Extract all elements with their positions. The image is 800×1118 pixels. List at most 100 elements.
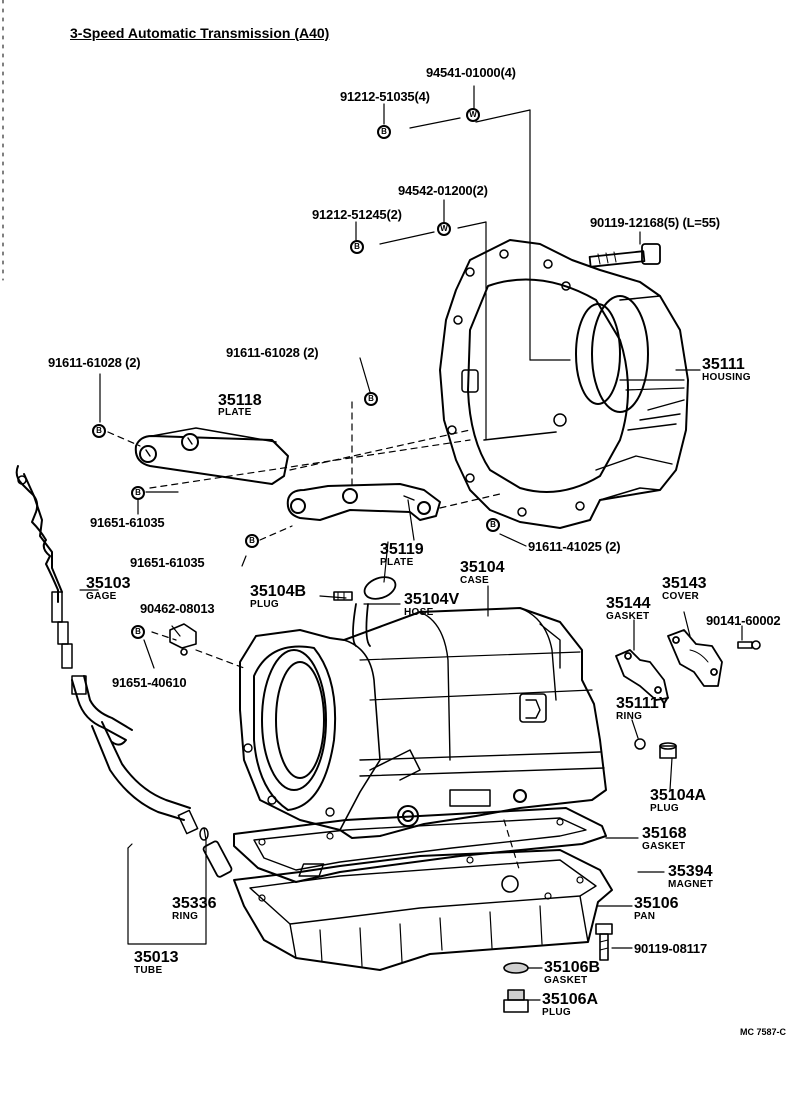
label-plug-35106a: PLUG: [542, 1007, 571, 1018]
label-35118: 35118: [218, 392, 262, 409]
part-qty: (2): [386, 207, 402, 222]
label-91611-61028-center: 91611-61028 (2): [226, 345, 319, 360]
part-number: 94541-01000: [426, 65, 501, 80]
label-ring-35111y: RING: [616, 711, 643, 722]
oil-pan-35106: [233, 849, 613, 971]
label-gasket-35106b: GASKET: [544, 975, 588, 986]
bolt-90119-08117: [595, 923, 613, 961]
label-90119-08117: 90119-08117: [634, 941, 707, 956]
label-35119: 35119: [380, 541, 424, 558]
badge-w-94542: W: [437, 222, 451, 236]
part-number: 91611-41025: [528, 539, 602, 554]
label-plug-35104a: PLUG: [650, 803, 679, 814]
diagram-code: MC 7587-C: [740, 1027, 787, 1037]
dipstick-gage: [15, 465, 73, 669]
label-94541-01000: 94541-01000(4): [426, 66, 516, 79]
plate-35118: [134, 427, 289, 485]
label-35143: 35143: [662, 575, 707, 592]
plate-35119: [286, 483, 441, 521]
case-35104: [239, 607, 607, 839]
drain-gasket: [503, 962, 529, 974]
label-35394: 35394: [668, 863, 713, 880]
label-gasket-35168: GASKET: [642, 841, 686, 852]
label-91611-41025: 91611-41025 (2): [528, 539, 621, 554]
badge-b-91611b: B: [364, 392, 378, 406]
label-35106a: 35106A: [542, 991, 599, 1008]
label-cover: COVER: [662, 591, 700, 602]
label-90141-60002: 90141-60002: [706, 613, 781, 628]
label-91651-61035-a: 91651-61035: [90, 515, 165, 530]
magnet-35394: [298, 863, 325, 877]
part-qty: (2): [472, 183, 488, 198]
label-ring-35336: RING: [172, 911, 199, 922]
label-35111: 35111: [702, 356, 745, 373]
label-35106b: 35106B: [544, 959, 601, 976]
ring-35111y: [634, 738, 646, 750]
badge-b-91212a: B: [377, 125, 391, 139]
label-91212-51245: 91212-51245(2): [312, 208, 402, 221]
label-tube: TUBE: [134, 965, 163, 976]
label-35013: 35013: [134, 949, 179, 966]
label-91611-61028-left: 91611-61028 (2): [48, 355, 141, 370]
drain-plug: [503, 989, 529, 1013]
part-qty: (2): [125, 355, 141, 370]
label-plug-35104b: PLUG: [250, 599, 279, 610]
part-number: 91212-51035: [340, 89, 415, 104]
label-35104v: 35104V: [404, 591, 460, 608]
bolt-90141-60002: [737, 640, 761, 650]
label-94542-01200: 94542-01200(2): [398, 184, 488, 197]
leader-lines: [79, 85, 743, 1001]
label-gasket-35144: GASKET: [606, 611, 650, 622]
label-plate-35119: PLATE: [380, 557, 414, 568]
diagram-title: 3-Speed Automatic Transmission (A40): [70, 25, 330, 41]
badge-b-91651c: B: [131, 625, 145, 639]
part-qty: (4): [414, 89, 430, 104]
part-qty: (5): [663, 215, 680, 230]
part-number: 94542-01200: [398, 183, 473, 198]
gasket-35168: [233, 807, 607, 883]
label-hose: HOSE: [404, 607, 434, 618]
cover-gasket-35144: [615, 649, 669, 701]
badge-b-91611c: B: [486, 518, 500, 532]
label-35336: 35336: [172, 895, 217, 912]
clip-90462: [169, 623, 197, 656]
label-91212-51035: 91212-51035(4): [340, 90, 430, 103]
housing-35111: [439, 239, 689, 529]
part-note: (L=55): [682, 215, 720, 230]
label-35144: 35144: [606, 595, 651, 612]
plug-35104b: [333, 591, 353, 601]
label-35104b: 35104B: [250, 583, 307, 600]
label-magnet: MAGNET: [668, 879, 714, 890]
part-number: 91611-61028: [48, 355, 122, 370]
label-35106: 35106: [634, 895, 679, 912]
label-90119-12168: 90119-12168(5) (L=55): [590, 216, 720, 229]
label-91651-61035-b: 91651-61035: [130, 555, 205, 570]
label-35104: 35104: [460, 559, 505, 576]
bolt-90119-12168: [588, 243, 661, 268]
badge-b-91212b: B: [350, 240, 364, 254]
badge-w-94541: W: [466, 108, 480, 122]
label-91651-40610: 91651-40610: [112, 675, 187, 690]
part-number: 91212-51245: [312, 207, 387, 222]
label-35104a: 35104A: [650, 787, 707, 804]
badge-b-91651a: B: [131, 486, 145, 500]
label-case: CASE: [460, 575, 489, 586]
label-90462-08013: 90462-08013: [140, 601, 215, 616]
part-qty: (2): [605, 539, 621, 554]
part-number: 91611-61028: [226, 345, 300, 360]
badge-b-91651b: B: [245, 534, 259, 548]
plug-35104a: [659, 742, 677, 759]
part-qty: (4): [500, 65, 516, 80]
badge-b-91611a: B: [92, 424, 106, 438]
part-qty: (2): [303, 345, 319, 360]
label-housing: HOUSING: [702, 372, 751, 383]
filler-tube: [71, 675, 233, 878]
label-plate-35118: PLATE: [218, 407, 252, 418]
label-35103: 35103: [86, 575, 131, 592]
label-gage: GAGE: [86, 591, 117, 602]
label-pan: PAN: [634, 911, 656, 922]
cover-35143: [667, 629, 723, 687]
part-number: 90119-12168: [590, 215, 664, 230]
label-35111y: 35111Y: [616, 695, 670, 712]
